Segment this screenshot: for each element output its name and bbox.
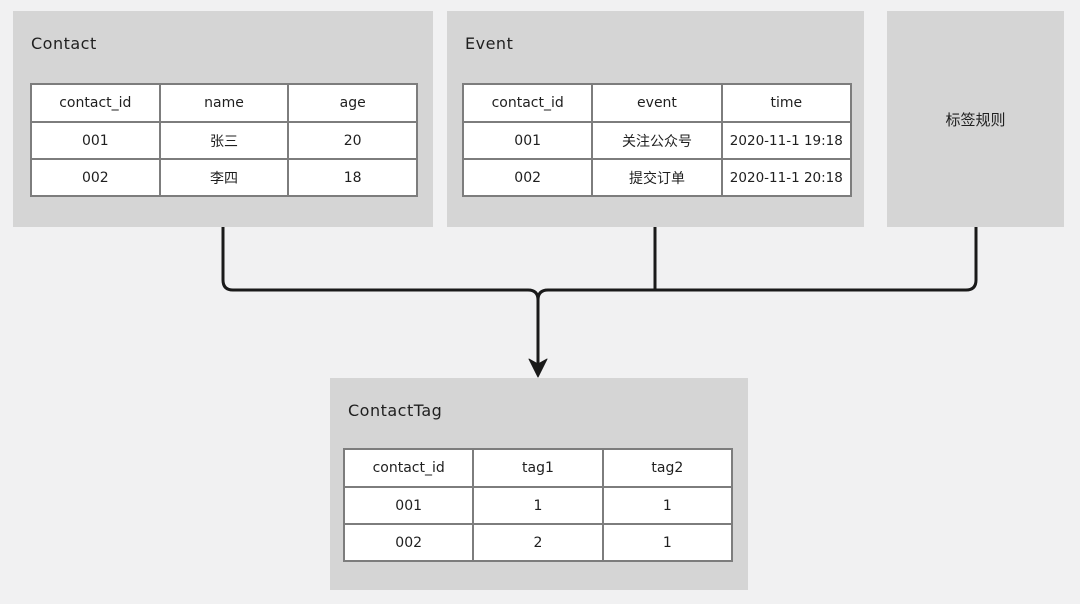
table-header-cell: name	[158, 83, 290, 123]
tag-rule-label: 标签规则	[945, 110, 1006, 129]
table-header-cell: tag2	[601, 448, 734, 488]
table-header-cell: time	[720, 83, 853, 123]
table-cell: 1	[472, 486, 604, 525]
table-cell: 张三	[158, 121, 290, 160]
table-header-row: contact_id tag1 tag2	[342, 448, 734, 488]
table-cell: 2	[472, 523, 604, 562]
table-row: 002 提交订单 2020-11-1 20:18	[461, 158, 853, 197]
table-cell: 001	[30, 121, 161, 160]
contact-title: Contact	[31, 34, 97, 53]
table-cell: 关注公众号	[591, 121, 723, 160]
table-row: 001 1 1	[342, 486, 734, 525]
table-cell: 001	[461, 121, 594, 160]
table-cell: 提交订单	[591, 158, 723, 197]
table-cell: 20	[287, 121, 418, 160]
connector-tag-rule	[536, 225, 978, 302]
table-row: 001 关注公众号 2020-11-1 19:18	[461, 121, 853, 160]
table-header-row: contact_id event time	[461, 83, 853, 123]
table-header-cell: contact_id	[342, 448, 475, 488]
connector-contact	[221, 225, 540, 365]
table-cell: 李四	[158, 158, 290, 197]
tag-rule-box: 标签规则	[887, 11, 1064, 227]
table-cell: 1	[601, 486, 734, 525]
event-title: Event	[465, 34, 514, 53]
event-table: contact_id event time 001 关注公众号 2020-11-…	[461, 83, 853, 197]
table-cell: 002	[30, 158, 161, 197]
table-cell: 2020-11-1 19:18	[720, 121, 853, 160]
contact-tag-title: ContactTag	[348, 401, 443, 420]
contact-tag-table: contact_id tag1 tag2 001 1 1 002 2 1	[342, 448, 734, 562]
table-header-cell: contact_id	[461, 83, 594, 123]
table-header-cell: event	[591, 83, 723, 123]
table-cell: 002	[461, 158, 594, 197]
table-cell: 002	[342, 523, 475, 562]
table-row: 002 2 1	[342, 523, 734, 562]
table-row: 002 李四 18	[30, 158, 418, 197]
arrowhead-icon	[528, 358, 548, 378]
table-cell: 2020-11-1 20:18	[720, 158, 853, 197]
table-cell: 18	[287, 158, 418, 197]
contact-table: contact_id name age 001 张三 20 002 李四 18	[30, 83, 418, 197]
table-header-cell: age	[287, 83, 418, 123]
table-cell: 1	[601, 523, 734, 562]
contact-tag-entity-box: ContactTag contact_id tag1 tag2 001 1 1 …	[330, 378, 748, 590]
table-header-row: contact_id name age	[30, 83, 418, 123]
event-entity-box: Event contact_id event time 001 关注公众号 20…	[447, 11, 864, 227]
table-row: 001 张三 20	[30, 121, 418, 160]
table-header-cell: contact_id	[30, 83, 161, 123]
table-cell: 001	[342, 486, 475, 525]
table-header-cell: tag1	[472, 448, 604, 488]
contact-entity-box: Contact contact_id name age 001 张三 20 00…	[13, 11, 433, 227]
